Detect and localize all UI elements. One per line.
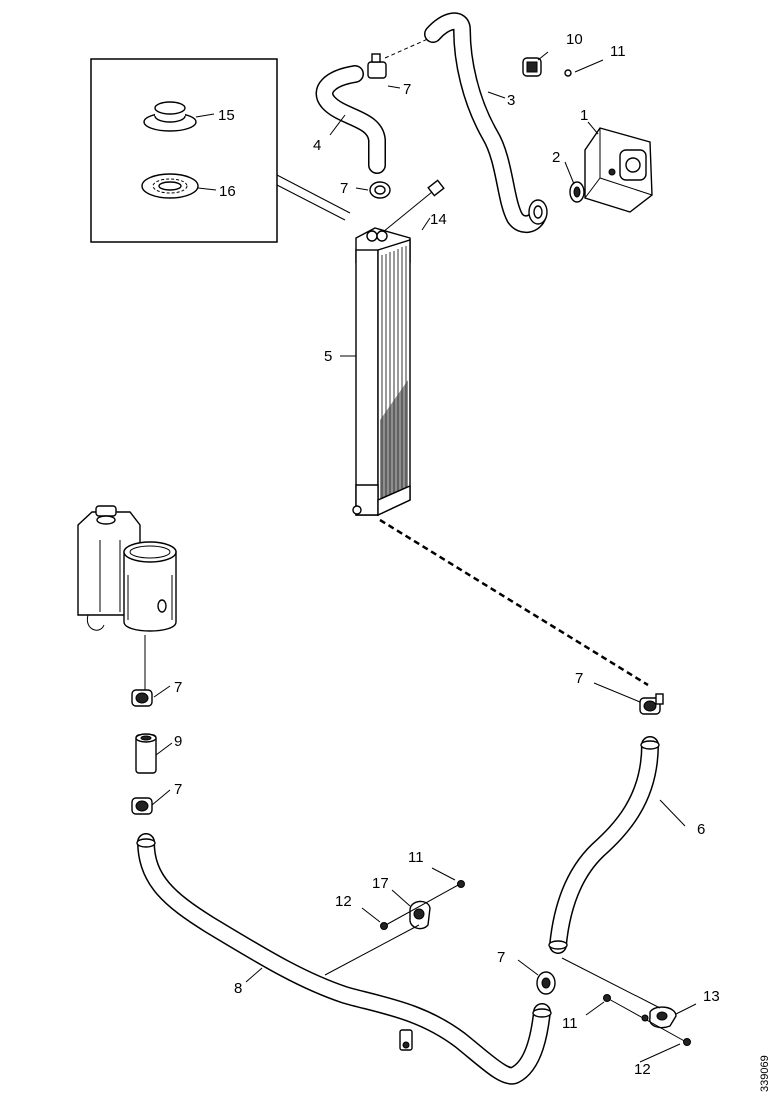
clamp-part-7-right-upper (639, 693, 664, 715)
hose-part-3 (424, 12, 547, 234)
callout-4: 4 (313, 137, 321, 154)
callout-7-left-upper: 7 (174, 679, 182, 696)
callout-17: 17 (372, 875, 389, 892)
callout-14: 14 (430, 211, 447, 228)
reference-number: 339069 (759, 1055, 771, 1092)
callout-7-top: 7 (403, 81, 411, 98)
callout-7-right-lower: 7 (497, 949, 505, 966)
clamp-part-2 (569, 181, 585, 203)
clamp-part-7-cooler (369, 181, 391, 199)
callout-10: 10 (566, 31, 583, 48)
callout-7-cooler: 7 (340, 180, 348, 197)
nut-part-11-top (564, 69, 572, 77)
callout-2: 2 (552, 149, 560, 166)
elbow-fitting (528, 199, 548, 225)
hose-part-6 (548, 736, 660, 954)
callout-15: 15 (218, 107, 235, 124)
callout-9: 9 (174, 733, 182, 750)
cap-part-15 (143, 101, 197, 132)
callout-11-top: 11 (610, 43, 626, 60)
callout-12-bracket: 12 (335, 893, 352, 910)
leader-lines (151, 51, 697, 1063)
oil-cooler-part-5 (352, 227, 411, 517)
clamp-part-7-top (367, 53, 387, 79)
reservoir-assembly (77, 505, 177, 690)
callout-11-lower: 11 (562, 1015, 578, 1032)
callouts: 1 2 3 4 5 6 7 7 7 7 7 7 8 9 10 11 11 11 … (174, 31, 720, 1078)
clamp-part-7-right-lower (536, 971, 556, 995)
callout-16: 16 (219, 183, 236, 200)
clamp-part-7-left-upper (131, 689, 153, 707)
callout-12-lower: 12 (634, 1061, 651, 1078)
bolt-part-14 (382, 179, 445, 233)
callout-6: 6 (697, 821, 705, 838)
callout-5: 5 (324, 348, 332, 365)
hose-part-9 (135, 733, 157, 774)
callout-3: 3 (507, 92, 515, 109)
seal-ring-part-16 (141, 173, 199, 199)
connection-dashed-line (379, 518, 649, 687)
hose-part-4 (315, 65, 386, 174)
callout-8: 8 (234, 980, 242, 997)
callout-13: 13 (703, 988, 720, 1005)
bracket-part-13 (561, 957, 691, 1046)
pump-part-1 (584, 127, 653, 213)
callout-1: 1 (580, 107, 588, 124)
bracket-part-17 (324, 880, 465, 976)
fitting-part-10 (522, 57, 542, 77)
pipe-part-8 (136, 833, 552, 1085)
clamp-part-7-left-lower (131, 797, 153, 815)
detail-inset (90, 58, 351, 243)
callout-7-right-upper: 7 (575, 670, 583, 687)
callout-7-left-lower: 7 (174, 781, 182, 798)
callout-11-bracket: 11 (408, 849, 424, 866)
